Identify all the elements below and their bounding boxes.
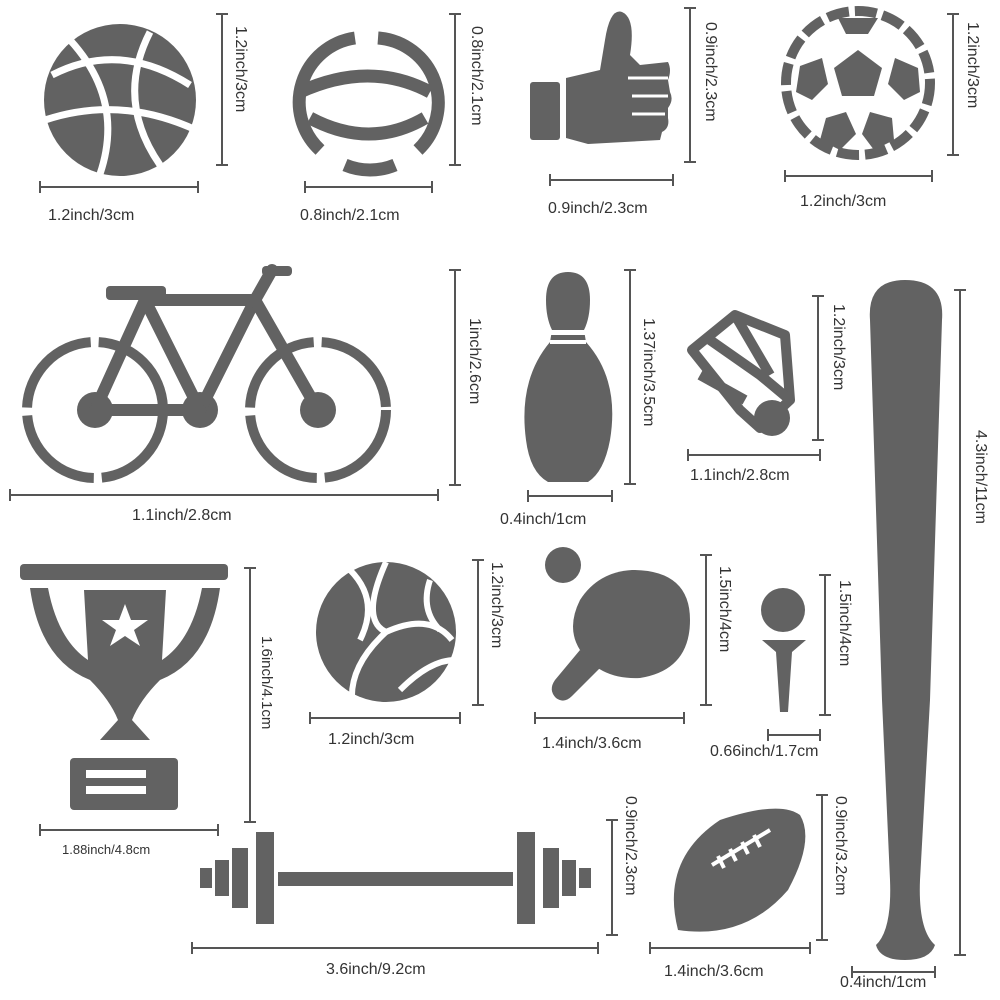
soccer-ball-width-label: 1.2inch/3cm bbox=[800, 193, 887, 210]
volleyball-icon bbox=[316, 560, 456, 702]
baseball-bat-height-label: 4.3inch/11cm bbox=[972, 430, 989, 524]
basketball-width-label: 1.2inch/3cm bbox=[48, 207, 135, 224]
baseball-bat-width-label: 0.4inch/1cm bbox=[840, 974, 927, 991]
rugby-ball-icon bbox=[673, 808, 806, 932]
ping-pong-icon bbox=[545, 547, 690, 701]
bowling-pin-height-label: 1.37inch/3.5cm bbox=[640, 318, 657, 427]
baseball-width-label: 0.8inch/2.1cm bbox=[300, 207, 400, 224]
golf-ball-tee-height-label: 1.5inch/4cm bbox=[836, 580, 853, 667]
basketball-height-label: 1.2inch/3cm bbox=[232, 26, 249, 113]
trophy-icon bbox=[20, 564, 228, 810]
rugby-ball-width-label: 1.4inch/3.6cm bbox=[664, 963, 764, 980]
trophy-height-label: 1.6inch/4.1cm bbox=[258, 636, 275, 730]
baseball-icon bbox=[292, 31, 445, 177]
bicycle-width-label: 1.1inch/2.8cm bbox=[132, 507, 232, 524]
baseball-height-label: 0.8inch/2.1cm bbox=[468, 26, 485, 126]
golf-ball-tee-icon bbox=[761, 588, 806, 712]
volleyball-height-label: 1.2inch/3cm bbox=[488, 562, 505, 649]
barbell-height-label: 0.9inch/2.3cm bbox=[622, 796, 639, 896]
bicycle-icon bbox=[22, 264, 391, 483]
shuttlecock-icon bbox=[687, 310, 795, 436]
ping-pong-height-label: 1.5inch/4cm bbox=[716, 566, 733, 653]
golf-ball-tee-width-label: 0.66inch/1.7cm bbox=[710, 743, 819, 760]
thumbs-up-width-label: 0.9inch/2.3cm bbox=[548, 200, 648, 217]
shuttlecock-width-label: 1.1inch/2.8cm bbox=[690, 467, 790, 484]
trophy-width-label: 1.88inch/4.8cm bbox=[62, 842, 151, 857]
volleyball-width-label: 1.2inch/3cm bbox=[328, 731, 415, 748]
rugby-ball-height-label: 0.9inch/3.2cm bbox=[832, 796, 849, 896]
bicycle-height-label: 1inch/2.6cm bbox=[466, 318, 483, 405]
barbell-icon bbox=[200, 832, 591, 924]
soccer-ball-height-label: 1.2inch/3cm bbox=[964, 22, 981, 109]
thumbs-up-height-label: 0.9inch/2.3cm bbox=[702, 22, 719, 122]
bowling-pin-width-label: 0.4inch/1cm bbox=[500, 511, 587, 528]
bowling-pin-icon bbox=[524, 272, 613, 482]
barbell-width-label: 3.6inch/9.2cm bbox=[326, 961, 426, 978]
soccer-ball-icon bbox=[781, 6, 935, 160]
basketball-icon bbox=[43, 24, 198, 176]
thumbs-up-icon bbox=[530, 11, 672, 144]
baseball-bat-icon bbox=[869, 280, 943, 960]
dimension-lines bbox=[9, 7, 966, 978]
ping-pong-width-label: 1.4inch/3.6cm bbox=[542, 735, 642, 752]
shuttlecock-height-label: 1.2inch/3cm bbox=[830, 304, 847, 391]
